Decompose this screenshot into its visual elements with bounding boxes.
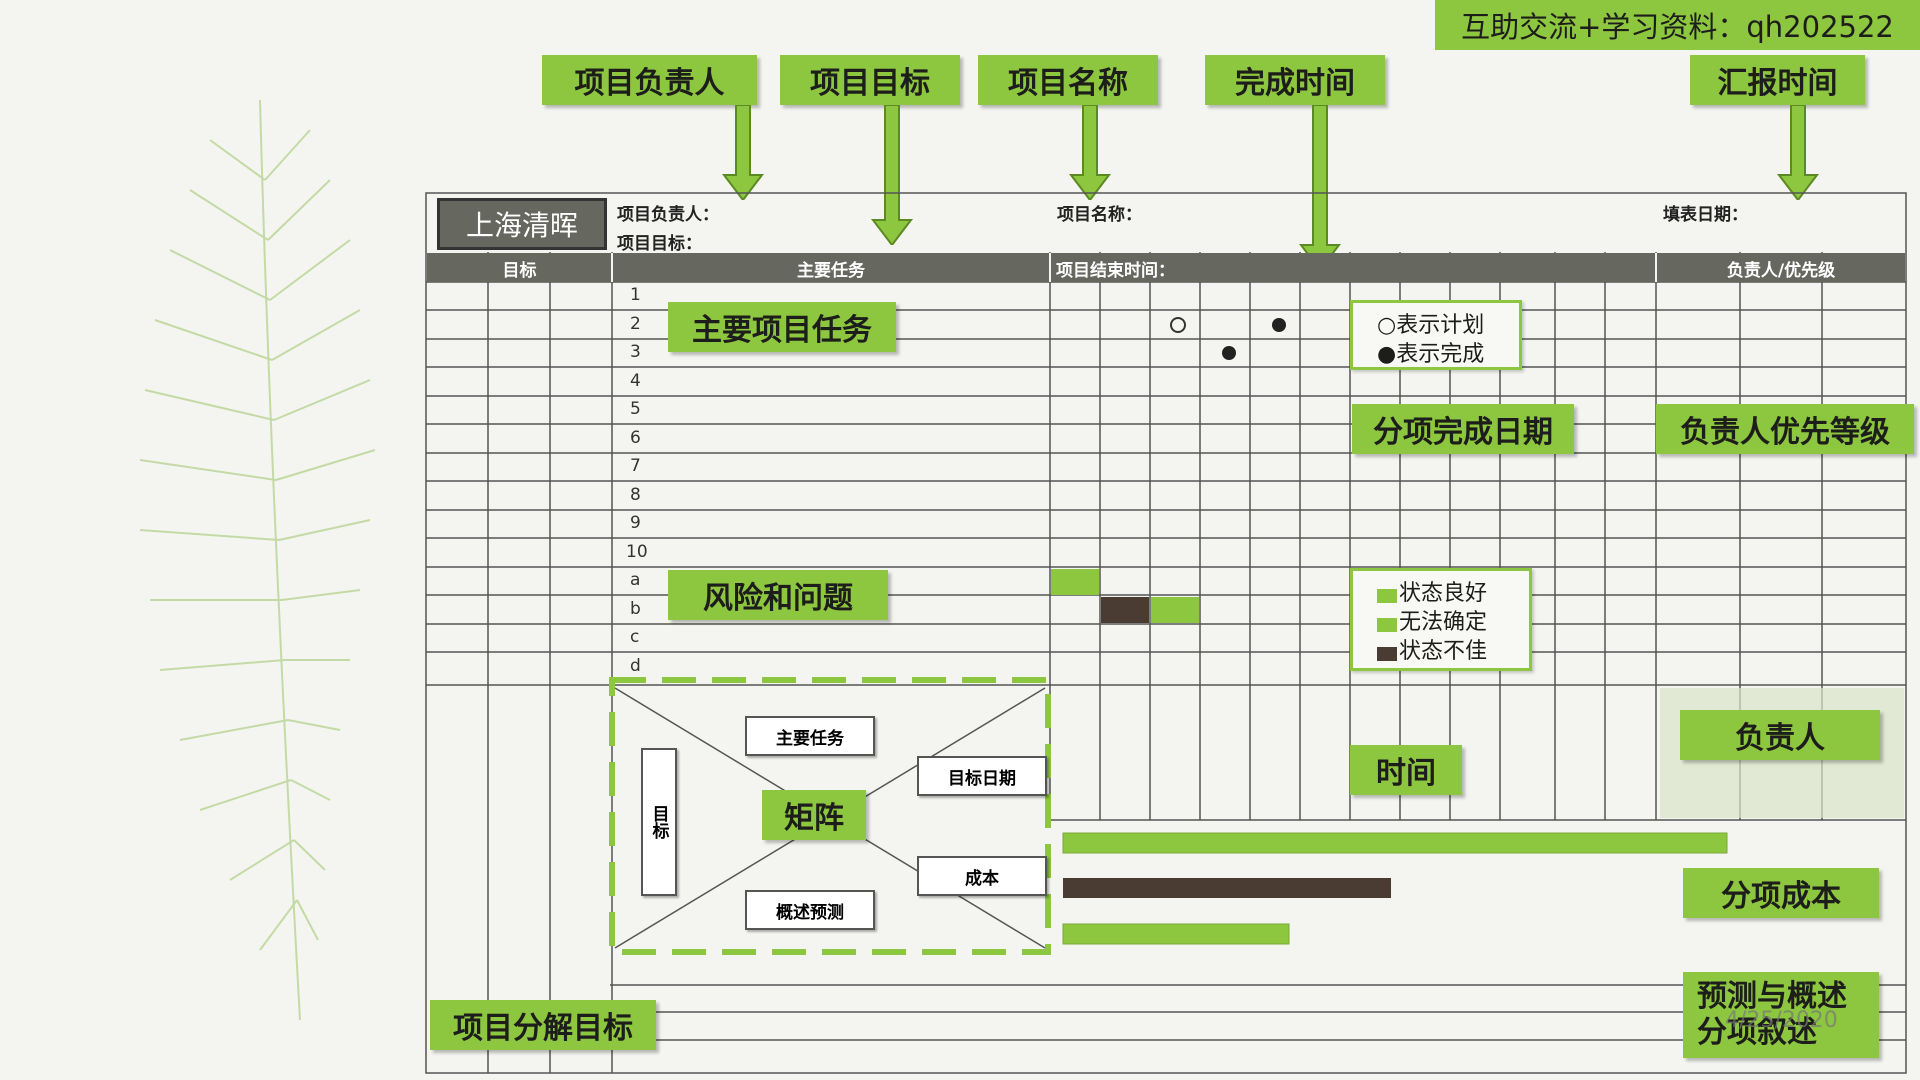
cost-bar: [1062, 832, 1728, 854]
risk-row-letter: b: [630, 599, 641, 619]
callout-report-time: 汇报时间: [1690, 55, 1865, 105]
task-row-number: 1: [630, 285, 641, 305]
done-marker-icon: [1272, 318, 1286, 332]
callout-finish-time: 完成时间: [1205, 55, 1385, 105]
task-row-number: 3: [630, 342, 641, 362]
arrow-down-icon: [1776, 105, 1820, 200]
callout-forecast-line1: 预测与概述: [1697, 979, 1847, 1014]
callout-sub-cost: 分项成本: [1683, 868, 1879, 918]
company-logo: 上海清晖: [437, 198, 607, 250]
done-marker-icon: [1222, 346, 1236, 360]
status-bad-cell: [1101, 597, 1149, 623]
status-good-cell: [1051, 569, 1099, 595]
status-good-swatch-icon: [1377, 589, 1397, 603]
col-goal: 目标: [502, 261, 537, 281]
status-bad-swatch-icon: [1377, 647, 1397, 661]
col-owner-priority: 负责人/优先级: [1726, 261, 1836, 281]
status-legend: 状态良好 无法确定 状态不佳: [1350, 568, 1532, 671]
cost-bar: [1062, 923, 1290, 945]
footer-date: 4/25/2020: [1725, 1008, 1838, 1033]
task-row-number: 2: [630, 314, 641, 334]
matrix-tasks-box: 主要任务: [745, 716, 875, 756]
callout-project-leader: 项目负责人: [542, 55, 757, 105]
status-uncertain-swatch-icon: [1377, 618, 1397, 632]
matrix-cost-box: 成本: [917, 856, 1047, 896]
task-row-number: 6: [630, 428, 641, 448]
cost-bar: [1063, 878, 1391, 898]
col-main-tasks: 主要任务: [797, 261, 865, 281]
project-name-label: 项目名称：: [1057, 205, 1142, 225]
arrow-down-icon: [721, 105, 765, 200]
risk-row-letter: a: [630, 570, 641, 590]
status-good-cell: [1151, 597, 1199, 623]
risk-row-letter: d: [630, 656, 641, 676]
plan-legend: ○表示计划 ●表示完成: [1350, 300, 1522, 370]
legend-plan-text: ○表示计划: [1377, 313, 1485, 338]
plan-marker-icon: [1170, 317, 1186, 333]
legend-bad-text: 状态不佳: [1399, 639, 1488, 664]
leaf-decoration: [139, 99, 376, 1021]
task-row-number: 9: [630, 513, 641, 533]
callout-sub-date: 分项完成日期: [1352, 404, 1574, 454]
legend-done-text: ●表示完成: [1377, 342, 1485, 367]
arrow-down-icon: [870, 105, 914, 245]
callout-breakdown: 项目分解目标: [430, 1000, 656, 1050]
col-end-time: 项目结束时间：: [1056, 261, 1175, 281]
task-row-number: 7: [630, 456, 641, 476]
callout-project-goal: 项目目标: [780, 55, 960, 105]
legend-good-text: 状态良好: [1399, 581, 1488, 606]
task-row-number: 8: [630, 485, 641, 505]
callout-matrix: 矩阵: [762, 790, 866, 840]
project-goal-label: 项目目标：: [617, 234, 702, 254]
arrow-down-icon: [1068, 105, 1112, 200]
callout-risk: 风险和问题: [668, 570, 888, 620]
callout-owner: 负责人: [1680, 710, 1880, 760]
callout-owner-level: 负责人优先等级: [1656, 404, 1914, 454]
callout-forecast-line2: 分项叙述: [1697, 1015, 1817, 1050]
callout-main-tasks: 主要项目任务: [668, 302, 896, 352]
matrix-goal-date-box: 目标日期: [917, 756, 1047, 796]
task-row-number: 5: [630, 399, 641, 419]
task-row-number: 4: [630, 371, 641, 391]
callout-time: 时间: [1350, 745, 1462, 795]
callout-forecast: 预测与概述 分项叙述: [1683, 972, 1879, 1058]
task-row-number: 10: [626, 542, 648, 562]
fill-date-label: 填表日期：: [1663, 205, 1748, 225]
matrix-forecast-box: 概述预测: [745, 890, 875, 930]
watermark-banner: 互助交流+学习资料：qh202522: [1435, 0, 1920, 50]
callout-project-name: 项目名称: [978, 55, 1158, 105]
column-header-bar: [427, 253, 1905, 282]
project-leader-label: 项目负责人：: [617, 205, 719, 225]
risk-row-letter: c: [630, 627, 640, 647]
matrix-goal-box: 目标: [641, 748, 677, 896]
legend-uncertain-text: 无法确定: [1399, 610, 1488, 635]
